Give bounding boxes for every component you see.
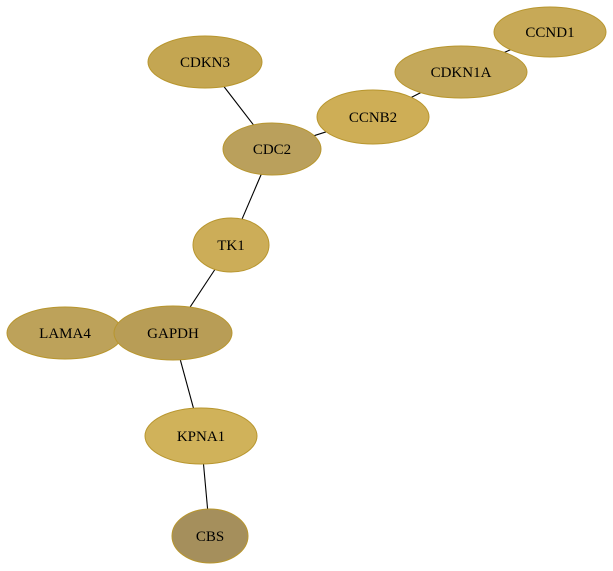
node-ccnd1[interactable]: CCND1 bbox=[493, 6, 607, 58]
node-tk1[interactable]: TK1 bbox=[192, 217, 270, 273]
edge-ccnb2-cdc2 bbox=[313, 131, 327, 137]
node-ellipse bbox=[316, 89, 430, 145]
node-ellipse bbox=[222, 122, 322, 176]
node-label: KPNA1 bbox=[177, 429, 225, 445]
edge-ccnd1-cdkn1a bbox=[504, 49, 511, 53]
node-ellipse bbox=[171, 508, 249, 564]
node-ccnb2[interactable]: CCNB2 bbox=[316, 89, 430, 145]
edge-cdc2-tk1 bbox=[241, 174, 262, 220]
edge-gapdh-kpna1 bbox=[179, 359, 195, 409]
node-label: CCND1 bbox=[525, 25, 574, 41]
node-cdc2[interactable]: CDC2 bbox=[222, 122, 322, 176]
node-kpna1[interactable]: KPNA1 bbox=[144, 407, 258, 465]
node-ellipse bbox=[113, 305, 233, 361]
node-label: GAPDH bbox=[147, 326, 199, 342]
node-label: CBS bbox=[196, 529, 224, 545]
node-ellipse bbox=[192, 217, 270, 273]
node-ellipse bbox=[144, 407, 258, 465]
edge-cdkn1a-ccnb2 bbox=[411, 92, 421, 98]
edge-tk1-gapdh bbox=[189, 269, 216, 308]
node-label: CDKN1A bbox=[431, 65, 492, 81]
edges-layer bbox=[114, 49, 511, 510]
node-cbs[interactable]: CBS bbox=[171, 508, 249, 564]
edge-cdkn3-cdc2 bbox=[223, 86, 254, 126]
node-label: CDC2 bbox=[253, 142, 291, 158]
node-ellipse bbox=[394, 45, 528, 99]
node-ellipse bbox=[493, 6, 607, 58]
edge-kpna1-cbs bbox=[202, 463, 209, 510]
node-label: LAMA4 bbox=[39, 326, 91, 342]
node-cdkn1a[interactable]: CDKN1A bbox=[394, 45, 528, 99]
node-gapdh[interactable]: GAPDH bbox=[113, 305, 233, 361]
node-lama4[interactable]: LAMA4 bbox=[6, 306, 124, 360]
node-ellipse bbox=[147, 35, 263, 89]
node-cdkn3[interactable]: CDKN3 bbox=[147, 35, 263, 89]
node-label: CDKN3 bbox=[180, 55, 230, 71]
node-label: CCNB2 bbox=[349, 110, 397, 126]
node-label: TK1 bbox=[217, 238, 245, 254]
